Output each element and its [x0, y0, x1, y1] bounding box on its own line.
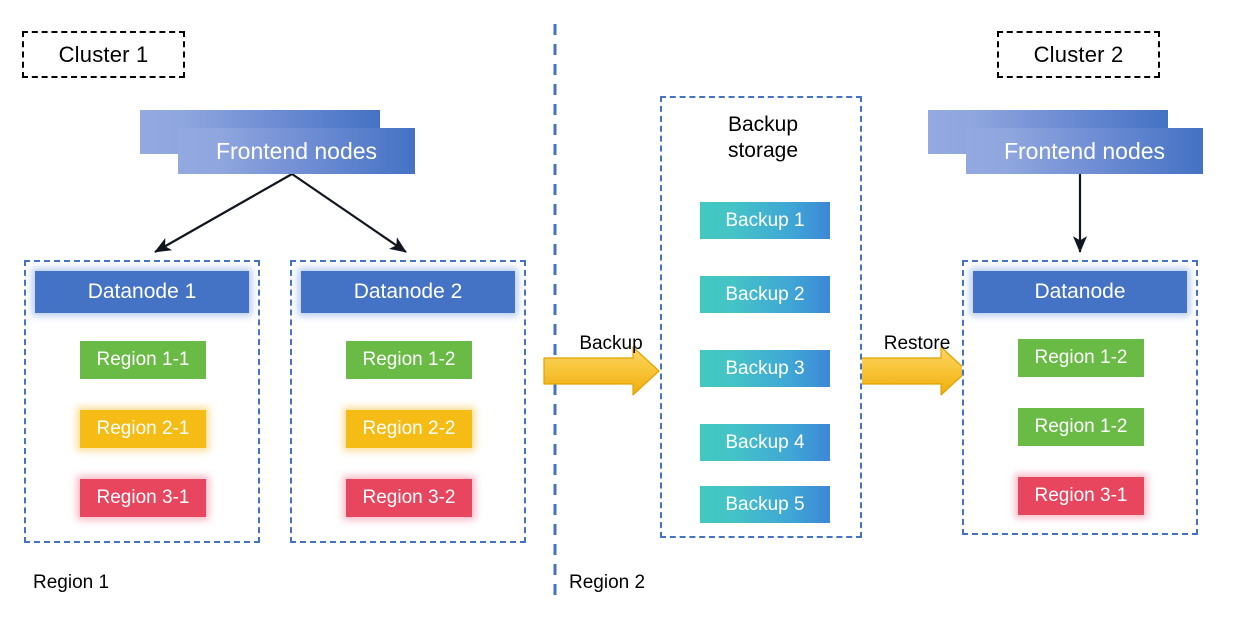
region-chip[interactable]: Region 1-1	[80, 341, 206, 379]
datanode-1-header[interactable]: Datanode 1	[35, 271, 249, 313]
backup-storage-container[interactable]: Backup storage Backup 1 Backup 2 Backup …	[660, 96, 862, 538]
region-chip-label: Region 3-1	[1034, 485, 1128, 506]
restore-flow-label-text: Restore	[883, 333, 951, 354]
region-chip[interactable]: Region 3-1	[80, 479, 206, 517]
cluster-1-label-text: Cluster 1	[58, 41, 149, 67]
datanode-2-container[interactable]: Datanode 2 Region 1-2 Region 2-2 Region …	[290, 260, 526, 543]
restore-flow-label: Restore	[862, 333, 972, 355]
backup-chip[interactable]: Backup 2	[700, 276, 830, 313]
backup-chip-label: Backup 3	[725, 357, 805, 379]
region-chip[interactable]: Region 2-1	[80, 410, 206, 448]
backup-chip[interactable]: Backup 5	[700, 486, 830, 523]
region-chip[interactable]: Region 2-2	[346, 410, 472, 448]
backup-flow-label: Backup	[556, 333, 666, 355]
backup-chip[interactable]: Backup 4	[700, 424, 830, 461]
backup-chip[interactable]: Backup 1	[700, 202, 830, 239]
cluster-2-label: Cluster 2	[997, 31, 1160, 78]
frontend-nodes-stack-front: Frontend nodes	[966, 128, 1203, 174]
datanode-3-header[interactable]: Datanode	[973, 271, 1187, 313]
backup-chip-label: Backup 4	[725, 431, 805, 453]
frontend-nodes-stack-front: Frontend nodes	[178, 128, 415, 174]
region-chip-label: Region 2-1	[96, 418, 190, 439]
backup-storage-title: Backup storage	[662, 112, 864, 163]
frontend-nodes-label: Frontend nodes	[215, 137, 378, 164]
region-chip-label: Region 1-1	[96, 349, 190, 370]
region-chip-label: Region 1-2	[1034, 416, 1128, 437]
backup-chip-label: Backup 5	[725, 493, 805, 515]
region-chip[interactable]: Region 3-1	[1018, 477, 1144, 515]
frontend-nodes-label: Frontend nodes	[1003, 137, 1166, 164]
frontend-nodes-cluster-1[interactable]: Frontend nodes	[140, 110, 415, 174]
backup-storage-title-line-2: storage	[727, 138, 799, 162]
region-chip[interactable]: Region 1-2	[346, 341, 472, 379]
region-chip-label: Region 1-2	[1034, 347, 1128, 368]
datanode-3-title: Datanode	[1034, 280, 1126, 303]
connector-frontend-to-datanode-2	[291, 173, 407, 253]
region-2-caption: Region 2	[569, 572, 645, 594]
datanode-1-title: Datanode 1	[87, 280, 197, 303]
cluster-1-label: Cluster 1	[22, 31, 185, 78]
backup-chip-label: Backup 2	[725, 283, 805, 305]
backup-storage-title-line-1: Backup	[727, 113, 799, 136]
region-chip[interactable]: Region 1-2	[1018, 339, 1144, 377]
region-2-caption-text: Region 2	[569, 572, 646, 593]
datanode-3-container[interactable]: Datanode Region 1-2 Region 1-2 Region 3-…	[962, 260, 1198, 535]
datanode-1-container[interactable]: Datanode 1 Region 1-1 Region 2-1 Region …	[24, 260, 260, 543]
backup-chip[interactable]: Backup 3	[700, 350, 830, 387]
backup-flow-label-text: Backup	[579, 333, 643, 354]
region-1-caption: Region 1	[33, 572, 109, 594]
region-chip-label: Region 3-1	[96, 487, 190, 508]
frontend-nodes-cluster-2[interactable]: Frontend nodes	[928, 110, 1203, 174]
region-chip-label: Region 3-2	[362, 487, 456, 508]
region-1-caption-text: Region 1	[33, 572, 110, 593]
region-chip-label: Region 1-2	[362, 349, 456, 370]
datanode-2-header[interactable]: Datanode 2	[301, 271, 515, 313]
backup-chip-label: Backup 1	[725, 209, 805, 231]
datanode-2-title: Datanode 2	[353, 280, 463, 303]
connector-frontend-to-datanode-1	[154, 173, 293, 253]
region-chip[interactable]: Region 3-2	[346, 479, 472, 517]
region-chip[interactable]: Region 1-2	[1018, 408, 1144, 446]
region-chip-label: Region 2-2	[362, 418, 456, 439]
cluster-2-label-text: Cluster 2	[1033, 41, 1124, 67]
